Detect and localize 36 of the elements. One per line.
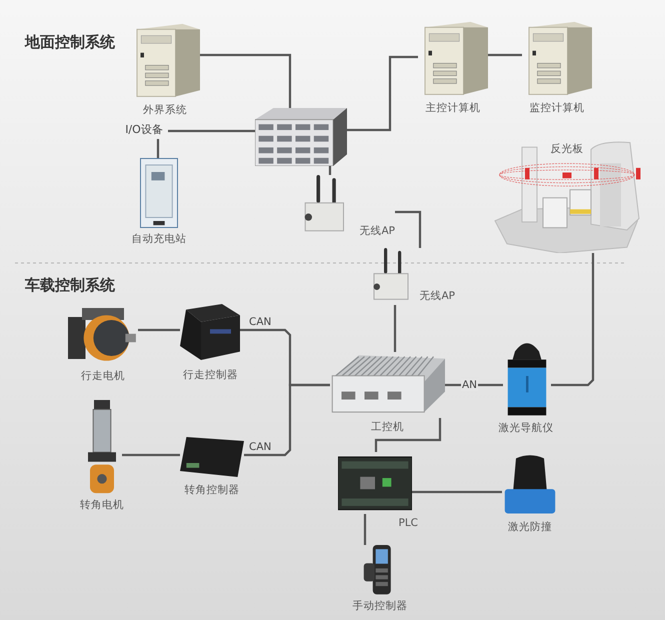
connector-line <box>395 210 422 248</box>
device-caption: 转角控制器 <box>184 483 240 497</box>
device-caption: 激光防撞 <box>507 520 553 534</box>
section-heading: 车载控制系统 <box>25 276 115 295</box>
device-caption: PLC <box>398 516 418 530</box>
connector-line <box>138 328 180 332</box>
connector-line <box>394 305 396 352</box>
device-caption: 手动控制器 <box>352 599 408 613</box>
scene-label: 反光板 <box>550 142 584 156</box>
device-caption: 外界系统 <box>142 103 188 117</box>
connector-line <box>488 54 522 56</box>
edge-label: CAN <box>248 316 272 328</box>
device-caption: 监控计算机 <box>528 101 586 115</box>
connector-line <box>374 418 442 452</box>
device-caption: 无线AP <box>419 289 455 303</box>
connector-line <box>244 384 330 456</box>
device-caption: 主控计算机 <box>424 101 482 115</box>
device-caption: 自动充电站 <box>130 232 188 246</box>
connector-line <box>168 130 255 132</box>
device-caption: 行走控制器 <box>182 368 239 382</box>
connector-line <box>364 514 366 545</box>
device-caption: 转角电机 <box>79 498 125 512</box>
device-caption: 工控机 <box>370 420 405 434</box>
connector-line <box>200 54 292 108</box>
connector-line <box>156 139 160 158</box>
section-heading: 地面控制系统 <box>25 33 115 52</box>
connector-line <box>122 454 180 456</box>
connector-line <box>328 166 332 175</box>
device-caption: 无线AP <box>359 224 395 238</box>
device-caption: 行走电机 <box>80 369 126 383</box>
edge-label: CAN <box>248 441 272 453</box>
connector-line <box>551 253 594 386</box>
device-label: I/O设备 <box>124 123 164 137</box>
edge-label: AN <box>461 379 478 391</box>
device-caption: 激光导航仪 <box>498 421 554 435</box>
connector-line <box>412 490 502 494</box>
